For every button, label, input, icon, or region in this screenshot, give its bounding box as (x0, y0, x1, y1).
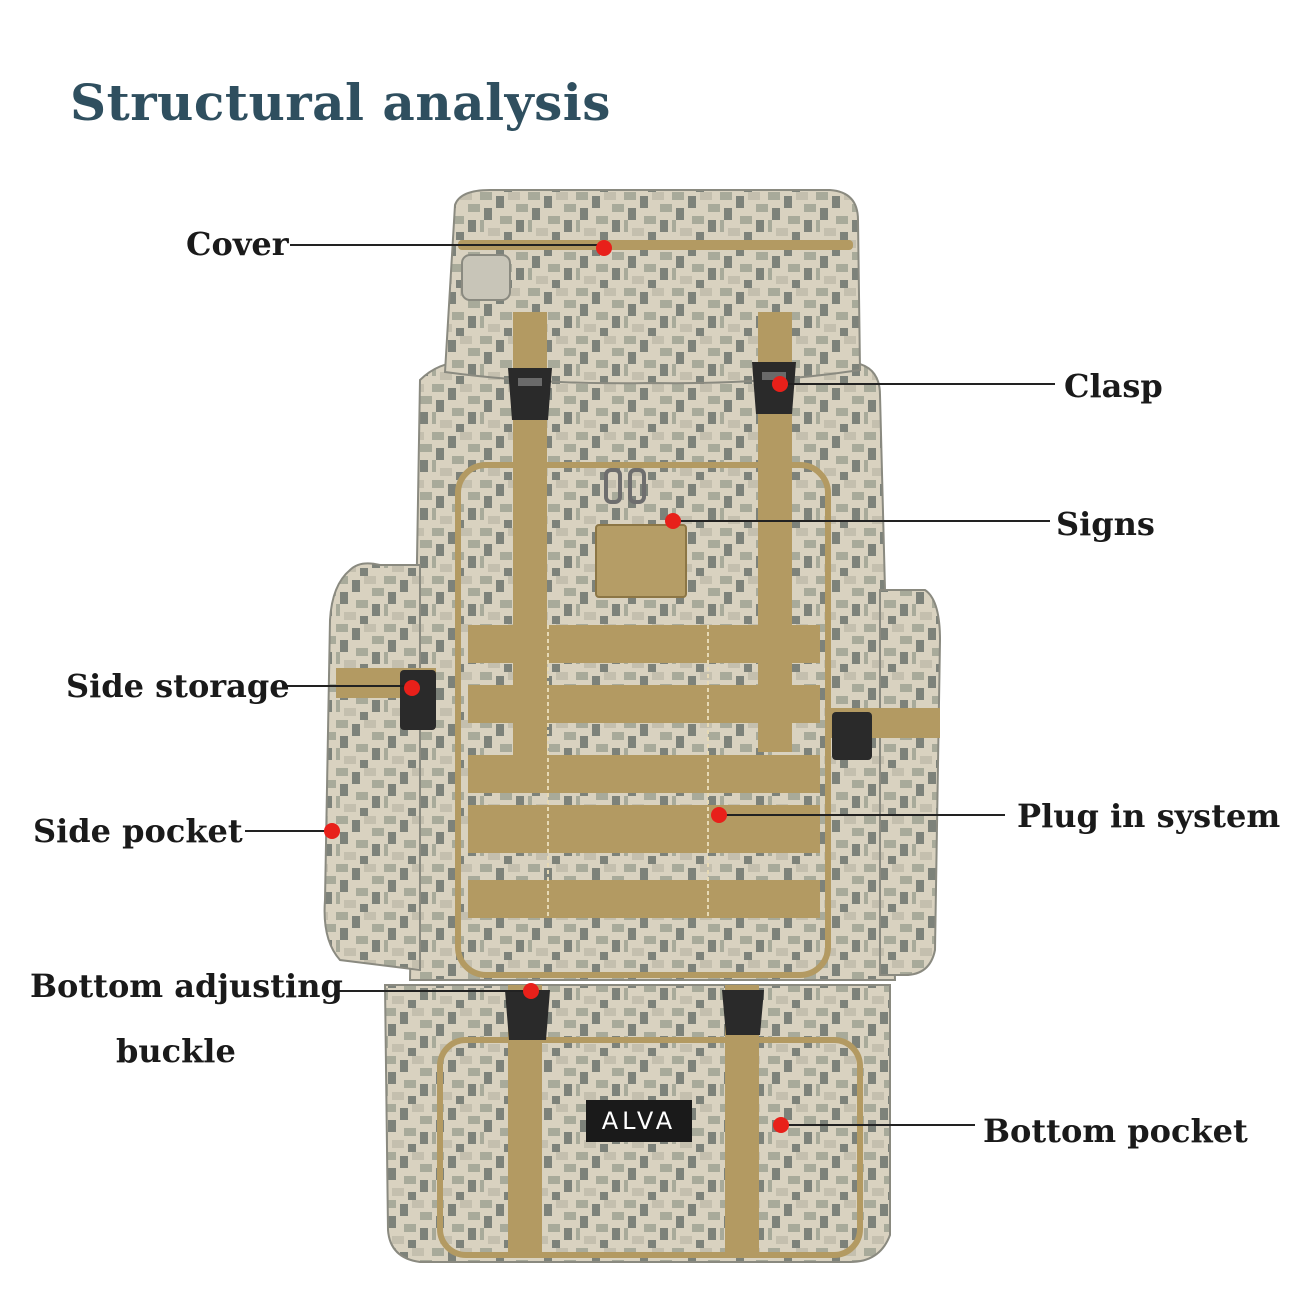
marker-plug-in-system (711, 807, 727, 823)
label-clasp: Clasp (1064, 367, 1163, 405)
marker-signs (665, 513, 681, 529)
right-side-pocket-shape (879, 589, 942, 976)
side-buckle (400, 670, 436, 730)
label-bottom-pocket: Bottom pocket (983, 1112, 1248, 1150)
marker-cover (596, 240, 612, 256)
marker-bottom-buckle (523, 983, 539, 999)
label-bottom-adjusting-buckle-line1: Bottom adjusting (30, 967, 343, 1005)
clasp-buckle (505, 990, 550, 1040)
zipper-pull (604, 468, 622, 504)
label-plug-in-system: Plug in system (1017, 797, 1281, 835)
left-side-pocket-shape (323, 562, 421, 972)
label-bottom-adjusting-buckle-line2: buckle (116, 1032, 236, 1070)
page-title: Structural analysis (70, 73, 611, 132)
label-signs: Signs (1056, 505, 1155, 543)
marker-clasp (772, 376, 788, 392)
molle-strap (468, 805, 820, 853)
side-buckle (832, 712, 872, 760)
marker-side-storage (404, 680, 420, 696)
label-side-storage: Side storage (66, 667, 290, 705)
cover-mesh-pocket (461, 254, 511, 301)
marker-side-pocket (324, 823, 340, 839)
label-cover: Cover (186, 225, 289, 263)
zipper-pull (628, 468, 646, 504)
label-side-pocket: Side pocket (33, 812, 243, 850)
marker-bottom-pocket (773, 1117, 789, 1133)
brand-tag: ALVA (586, 1100, 692, 1142)
clasp-buckle (722, 990, 764, 1035)
molle-strap (468, 880, 820, 918)
bottom-pocket-panel (437, 1037, 863, 1258)
clasp-buckle (508, 368, 552, 420)
cover-zipper-trim (458, 240, 853, 250)
signs-patch (595, 524, 687, 598)
